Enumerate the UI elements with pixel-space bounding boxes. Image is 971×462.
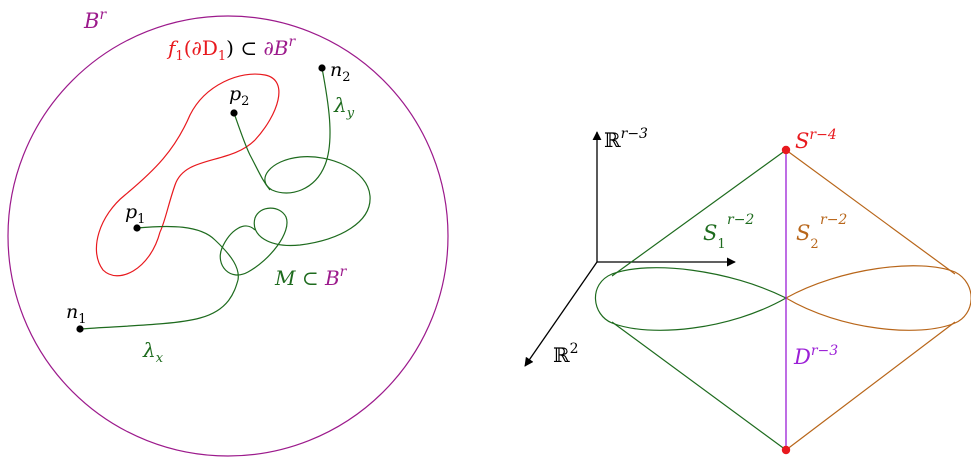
manifold-label: M ⊂ Br [274, 264, 348, 290]
s2-edges [785, 149, 956, 451]
lambda-y-curve [219, 67, 371, 276]
point-p2 [230, 109, 238, 117]
top-point-label: Sr−4 [795, 127, 837, 153]
axis-up-label: ℝr−3 [604, 126, 648, 152]
lambda-x-label: λx [142, 338, 164, 366]
lambda-x-curve [79, 279, 239, 330]
p2-tail-curve [233, 112, 271, 191]
right-diagram: ℝr−3 ℝ2 Sr−4 S1 r−2 S2 r−2 Dr−3 [524, 126, 971, 455]
n2-label: n2 [330, 59, 351, 85]
s1-lobe [594, 267, 787, 331]
point-n2 [318, 64, 326, 72]
axis-diag-label: ℝ2 [553, 341, 579, 367]
p1-label: p1 [125, 201, 145, 227]
s1-sup: r−2 [727, 212, 754, 228]
s2-label: S2 [796, 221, 819, 252]
ball-label: Br [83, 7, 107, 33]
s1-edges [611, 149, 787, 451]
ball-boundary [7, 15, 449, 457]
top-point [781, 145, 791, 155]
p2-label: p2 [229, 83, 249, 109]
left-diagram: Br f1(∂D1) ⊂ ∂Br p2 p1 n2 n1 λy λx M ⊂ B… [7, 7, 449, 457]
axis-diagonal [524, 261, 598, 367]
s2-lobe [785, 265, 971, 331]
n1-label: n1 [66, 301, 87, 327]
disk-label: Dr−3 [793, 343, 838, 369]
p1-tail-curve [136, 225, 239, 281]
s2-sup: r−2 [820, 212, 847, 228]
bottom-point [781, 445, 791, 455]
boundary-label: f1(∂D1) ⊂ ∂Br [166, 34, 296, 64]
point-p1 [133, 224, 141, 232]
s1-label: S1 [703, 221, 726, 252]
lambda-y-label: λy [333, 93, 355, 121]
point-n1 [76, 325, 84, 333]
red-loop-curve [95, 73, 280, 277]
